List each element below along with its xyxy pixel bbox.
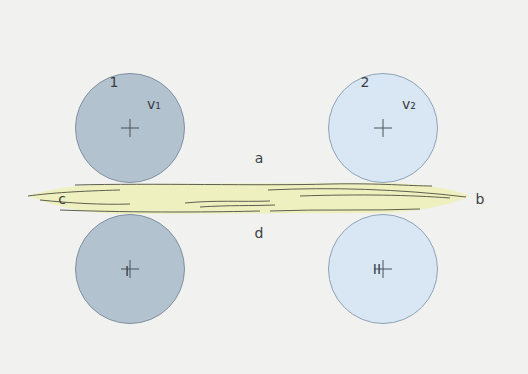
zone-letter: d xyxy=(255,226,264,240)
roller-outline xyxy=(74,72,186,184)
velocity-label: v₂ xyxy=(402,97,416,111)
roller-circle: 2 xyxy=(328,73,438,183)
roller-outline xyxy=(327,72,439,184)
roller-number-wrap: 2 xyxy=(361,75,370,89)
roller-number-wrap: 1 xyxy=(110,75,119,89)
zone-letter: b xyxy=(476,192,485,206)
label-wrap: a xyxy=(255,151,264,165)
label-wrap: v₁ xyxy=(147,97,161,111)
velocity-label: v₁ xyxy=(147,97,161,111)
label-wrap: v₂ xyxy=(402,97,416,111)
fibre-strand xyxy=(28,183,470,214)
roller-circle: I xyxy=(75,214,185,324)
centre-mark xyxy=(374,119,392,137)
roller-circle: II xyxy=(328,214,438,324)
label-wrap: d xyxy=(255,226,264,240)
roller-number: I xyxy=(125,264,129,278)
fibres xyxy=(28,184,466,212)
roller-number-wrap: II xyxy=(373,262,381,276)
roller-circle: 1 xyxy=(75,73,185,183)
roller-number: 1 xyxy=(110,75,119,89)
label-wrap: c xyxy=(58,192,66,206)
label-wrap: b xyxy=(476,192,485,206)
centre-mark xyxy=(121,119,139,137)
roller-outline xyxy=(74,213,186,325)
roller-number: II xyxy=(373,262,381,276)
roller-number-wrap: I xyxy=(125,264,129,278)
roller-number: 2 xyxy=(361,75,370,89)
zone-letter: c xyxy=(58,192,66,206)
zone-letter: a xyxy=(255,151,264,165)
centre-mark xyxy=(121,260,139,278)
roller-outline xyxy=(327,213,439,325)
